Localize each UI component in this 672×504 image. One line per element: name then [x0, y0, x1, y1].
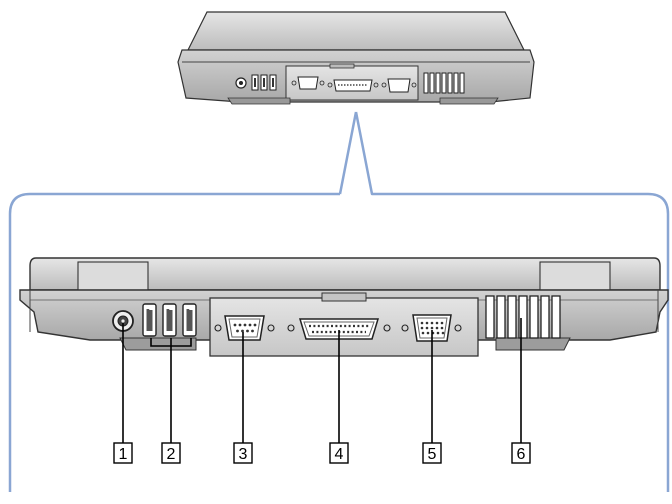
- printer-port-icon: [287, 318, 391, 340]
- zoom-frame: [8, 111, 670, 492]
- callout-1-label: 1: [119, 446, 128, 463]
- rear-view-laptop: [19, 257, 669, 357]
- callout-4: 4: [329, 442, 349, 464]
- right-foot: [495, 337, 571, 351]
- callout-1: 1: [113, 442, 133, 464]
- air-vent-icon: [485, 295, 561, 339]
- overview-lid: [187, 11, 525, 51]
- left-foot: [119, 337, 197, 351]
- overview-printer-port-icon: [327, 79, 379, 92]
- usb-ports-icon: [142, 303, 197, 337]
- overview-monitor-port-icon: [381, 78, 417, 93]
- callout-5: 5: [422, 442, 442, 464]
- callout-3-label: 3: [239, 446, 248, 463]
- callout-4-label: 4: [335, 446, 344, 463]
- dc-in-port-icon: [112, 310, 134, 332]
- callout-6: 6: [511, 442, 531, 464]
- overview-air-vent-icon: [423, 72, 465, 94]
- callout-6-label: 6: [517, 446, 526, 463]
- overview-laptop: [177, 11, 535, 105]
- leader-line-2: [150, 338, 192, 443]
- callout-leader-lines: [122, 318, 522, 443]
- monitor-port-icon: [401, 314, 462, 342]
- callout-2-label: 2: [167, 446, 176, 463]
- overview-serial-port-icon: [291, 76, 325, 90]
- callout-3: 3: [233, 442, 253, 464]
- overview-usb-ports-icon: [251, 74, 277, 91]
- callout-2: 2: [161, 442, 181, 464]
- serial-port-icon: [214, 315, 275, 341]
- callout-5-label: 5: [428, 446, 437, 463]
